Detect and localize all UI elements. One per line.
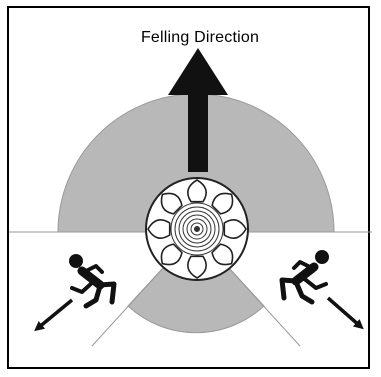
running-person-icon <box>69 254 114 306</box>
escape-arrow-right <box>328 298 360 326</box>
running-person-icon <box>282 250 329 302</box>
escape-route-left <box>38 254 114 328</box>
diagram-title: Felling Direction <box>90 29 310 47</box>
tree-rings-icon <box>171 203 223 255</box>
escape-route-right <box>282 250 360 326</box>
stump-with-hinge-cuts <box>146 178 248 280</box>
escape-arrow-left <box>38 300 72 328</box>
